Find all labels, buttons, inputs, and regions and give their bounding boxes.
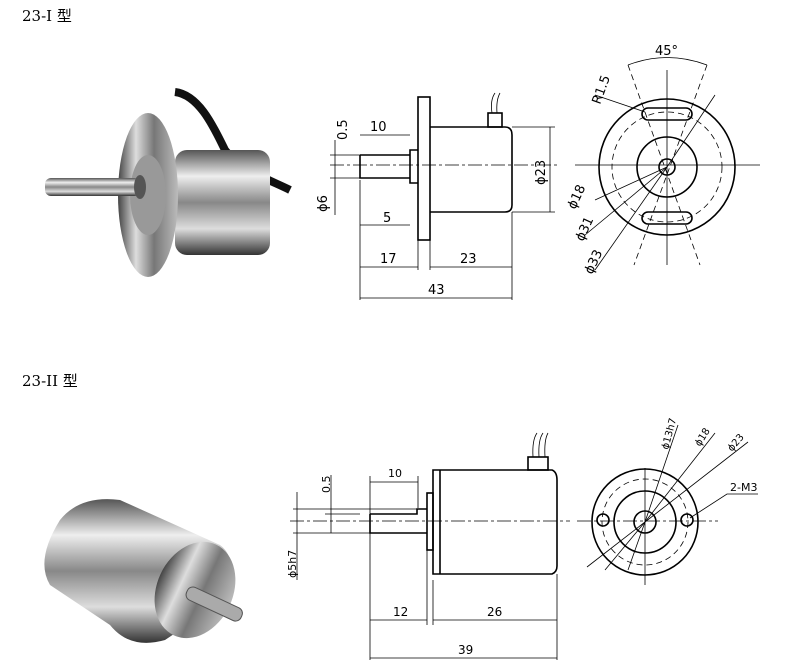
dim-shaft-length: 10 bbox=[388, 467, 402, 480]
model-2-front-view: ϕ13h7 ϕ18 ϕ23 2-M3 bbox=[577, 417, 758, 585]
dim-holes: 2-M3 bbox=[730, 481, 757, 494]
dim-total-length: 39 bbox=[458, 643, 473, 657]
dim-total-length: 43 bbox=[428, 283, 445, 298]
dim-front-length: 12 bbox=[393, 605, 408, 619]
dim-body-diameter: ϕ23 bbox=[534, 160, 549, 185]
dim-hole-circle: ϕ18 bbox=[693, 426, 713, 448]
model-1-front-view: 45° R1.5 ϕ18 ϕ31 ϕ33 bbox=[565, 44, 760, 277]
model-1-photo bbox=[45, 88, 292, 277]
dim-flat: 5 bbox=[383, 211, 391, 226]
dim-pilot-diameter: ϕ13h7 bbox=[660, 417, 679, 451]
dim-shaft-diameter: ϕ6 bbox=[316, 195, 331, 212]
dim-step: 0.5 bbox=[336, 119, 351, 140]
dim-shaft-length: 10 bbox=[370, 120, 387, 135]
dim-front-length: 17 bbox=[380, 252, 397, 267]
model-1-title: 23-I 型 bbox=[22, 7, 72, 25]
model-2-title: 23-II 型 bbox=[22, 372, 78, 390]
dim-body-diameter: ϕ23 bbox=[726, 432, 747, 454]
dim-slot-radius: R1.5 bbox=[590, 73, 614, 106]
dim-flange-diameter: ϕ33 bbox=[582, 248, 606, 277]
dim-slot-angle: 45° bbox=[655, 44, 678, 59]
dim-body-length: 23 bbox=[460, 252, 477, 267]
dim-slot-circle: ϕ31 bbox=[573, 215, 597, 244]
model-2-photo bbox=[44, 499, 243, 643]
model-2-side-view: 10 0.5 ϕ5h7 12 26 39 bbox=[286, 432, 570, 660]
dim-body-length: 26 bbox=[487, 605, 502, 619]
dim-shaft-diameter: ϕ5h7 bbox=[286, 550, 299, 578]
model-1-side-view: 0.5 10 ϕ6 5 17 23 43 ϕ23 bbox=[316, 92, 560, 300]
dim-hub-diameter: ϕ18 bbox=[565, 183, 589, 212]
dim-step: 0.5 bbox=[320, 476, 333, 494]
